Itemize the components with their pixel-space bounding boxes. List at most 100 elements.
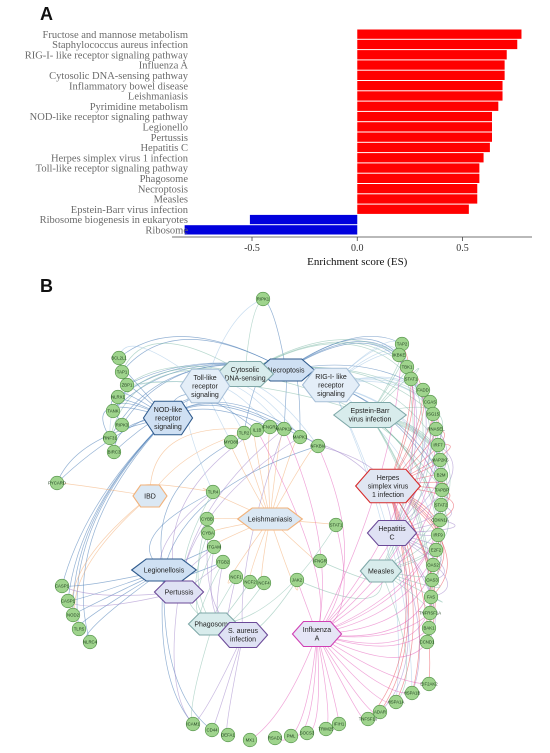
gene-node: ITGB2 (215, 554, 231, 570)
gene-node: STAT1 (328, 517, 344, 533)
pathway-node-shape (291, 620, 343, 648)
gene-node: NLRX1 (110, 389, 126, 405)
pathway-node-shape (359, 559, 403, 583)
category-label: Fructose and mannose metabolism (42, 30, 188, 41)
gene-node-circle (82, 634, 98, 650)
gene-node-label: IL1B (253, 428, 262, 433)
gene-node-circle (312, 553, 328, 569)
gene-node-circle (54, 578, 70, 594)
network-edge (229, 441, 271, 520)
gene-node: CASP1 (54, 578, 70, 594)
bar (357, 163, 480, 173)
gene-node-label: EIF2AK2 (420, 682, 438, 687)
gene-node-label: CYBB (201, 517, 213, 522)
category-label: Epstein-Barr virus infection (71, 205, 189, 216)
gene-node-label: STAT2 (435, 503, 448, 508)
gene-node-label: CDKN1A (431, 518, 449, 523)
gene-node-circle (432, 452, 448, 468)
gene-node: ITGAM (206, 539, 221, 555)
gene-node-circle (256, 575, 272, 591)
gene-node-label: NLRX1 (111, 395, 125, 400)
gene-node-label: IFIH1 (334, 722, 345, 727)
gene-node: B2M (433, 467, 449, 483)
gene-node-circle (430, 437, 446, 453)
gene-node: PYCARD (48, 475, 66, 491)
pathway-node-label: Cytosolic (231, 367, 260, 374)
gene-node-label: IKBKE (393, 353, 406, 358)
category-label: Cytosolic DNA-sensing pathway (49, 71, 189, 82)
gene-node: OAS2 (425, 557, 441, 573)
pathway-node-label: receptor (192, 383, 218, 390)
network-edge (241, 428, 285, 636)
pathway-node-label: RIG-I- like (315, 374, 347, 381)
gene-node-circle (318, 721, 334, 737)
gene-node-label: TAPBP (435, 488, 449, 493)
gene-node-label: TNFSF10 (359, 717, 378, 722)
gene-node: HSPA1A (388, 694, 404, 710)
gene-node-circle (422, 605, 438, 621)
gene-node-circle (331, 716, 347, 732)
gene-node-label: ITGB2 (217, 560, 230, 565)
gene-node: TNFSF10 (359, 711, 378, 727)
gene-node-label: E2F2 (431, 548, 442, 553)
gene-node: BAK1 (421, 620, 437, 636)
gene-node-circle (276, 421, 292, 437)
gene-node: NCF1 (228, 569, 244, 585)
gene-node-circle (421, 676, 437, 692)
gene-node: CD44 (204, 722, 220, 738)
network-edge (387, 343, 412, 487)
gene-node: OAS3 (424, 572, 440, 588)
network-edge (269, 428, 285, 520)
gene-node-circle (424, 572, 440, 588)
network-edge (76, 417, 169, 630)
gene-node-label: STAT1 (405, 377, 418, 382)
network-edge (316, 445, 345, 635)
pathway-node-label: 1 infection (372, 492, 404, 499)
gene-node-label: MAP2K6 (432, 458, 450, 463)
pathway-node-label: C (389, 535, 394, 542)
bar (357, 70, 505, 80)
gene-node: MAP2K6 (432, 452, 450, 468)
pathway-node-label: simplex virus (368, 483, 409, 490)
gene-node-label: MAPK1 (293, 435, 308, 440)
gene-node: IKBKE (391, 347, 407, 363)
network-edge (387, 485, 414, 703)
gene-node-label: MYD88 (224, 440, 239, 445)
network-edge (369, 368, 420, 416)
category-label: Measles (154, 195, 188, 206)
gene-node: NCF2 (242, 574, 258, 590)
gene-node-label: ZBP1 (122, 383, 133, 388)
gene-node-label: HSPA1B (404, 691, 421, 696)
network-edge (290, 633, 318, 737)
gene-node-label: STAT1 (330, 523, 343, 528)
gene-node: MAPK1 (293, 429, 308, 445)
pathway-node-ibd: IBD (132, 484, 168, 508)
gene-node-circle (199, 511, 215, 527)
gene-node-circle (432, 512, 448, 528)
gene-node-circle (102, 430, 118, 446)
gene-node: STAT2 (433, 497, 449, 513)
pathway-node-pertussis: Pertussis (153, 580, 205, 604)
bar (357, 153, 484, 163)
gene-node: CGAS (422, 394, 438, 410)
pathway-node-label: signaling (154, 424, 182, 431)
bar (357, 132, 492, 142)
gene-node-circle (372, 704, 388, 720)
category-label: RIG-I- like receptor signaling pathway (25, 50, 189, 61)
pathway-node-shape (217, 621, 269, 649)
network-edge (121, 343, 246, 375)
gene-node-circle (111, 350, 127, 366)
gene-node: NCF4 (256, 575, 272, 591)
gene-node: IFIH1 (331, 716, 347, 732)
pathway-node-shape (301, 367, 361, 403)
gene-node-circle (49, 475, 65, 491)
gene-node: RNF31 (102, 430, 118, 446)
pathway-node-label: Epstein-Barr (351, 408, 391, 415)
gene-node-circle (204, 722, 220, 738)
gene-node-circle (200, 525, 216, 541)
category-label: Legionello (143, 122, 189, 133)
gene-node: TAPBP (434, 482, 450, 498)
bar (357, 60, 505, 70)
